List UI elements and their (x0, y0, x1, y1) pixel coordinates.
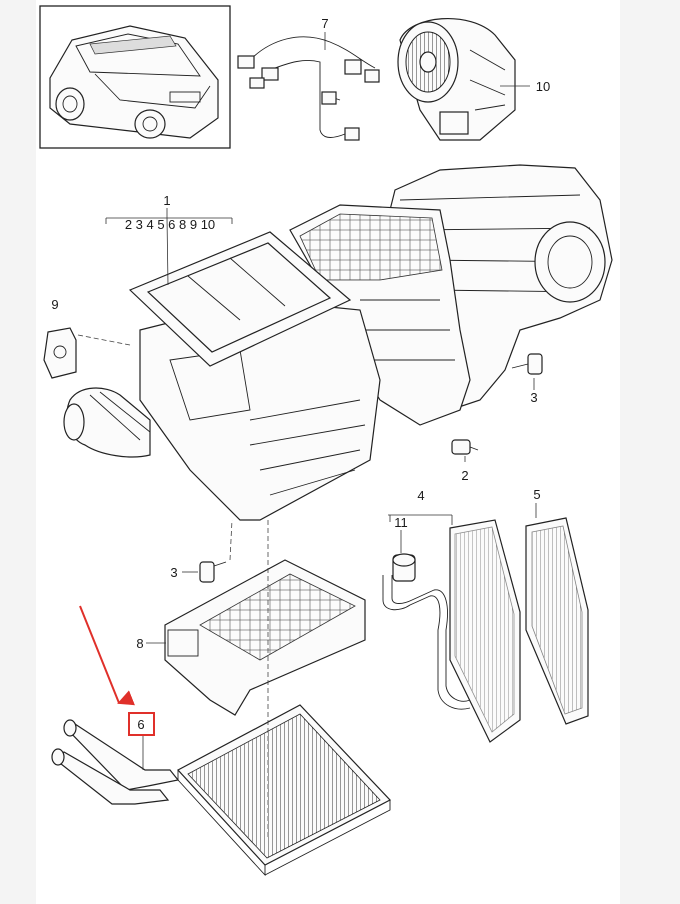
mixing-unit-8 (164, 559, 366, 716)
highlight-box (128, 712, 155, 736)
highlight-part-6: 6 (79, 605, 155, 736)
callout-11: 11 (394, 515, 408, 530)
highlight-arrow (79, 605, 135, 706)
vehicle-thumbnail (39, 5, 231, 149)
callout-1-subparts: 2 3 4 5 6 8 9 10 (125, 217, 215, 232)
temperature-sensor-right (511, 353, 543, 375)
callout-9: 9 (51, 297, 58, 312)
callout-2: 2 (461, 468, 468, 483)
evaporator-core (449, 519, 521, 743)
leader-lines (77, 32, 537, 840)
heater-core (51, 704, 391, 877)
callout-3-right: 3 (530, 390, 537, 405)
temperature-sensor-left (199, 561, 227, 583)
callout-6: 6 (137, 717, 144, 732)
callout-5: 5 (533, 487, 540, 502)
wiring-harness (237, 36, 380, 141)
callout-3-left: 3 (170, 565, 177, 580)
cabin-filter (525, 517, 589, 725)
callout-8: 8 (136, 636, 143, 651)
blower-motor (397, 18, 516, 141)
callout-4: 4 (417, 488, 424, 503)
callout-labels: 1 2 3 4 5 6 8 9 10 2 3 3 4 5 7 8 9 10 11 (51, 16, 550, 651)
callout-7: 7 (321, 16, 328, 31)
callout-10: 10 (536, 79, 550, 94)
hvac-housing (63, 164, 613, 521)
sensor-2 (451, 439, 479, 455)
callout-1: 1 (163, 193, 170, 208)
expansion-valve (382, 553, 471, 710)
actuator-9 (43, 327, 77, 379)
